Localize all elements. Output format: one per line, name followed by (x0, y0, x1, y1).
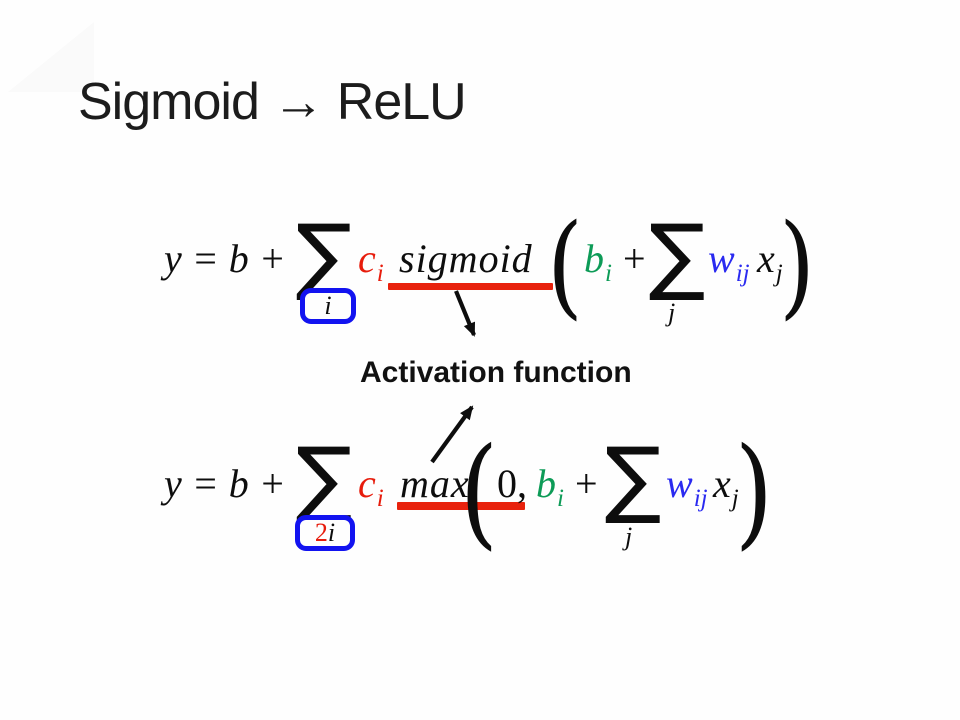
sigmoid-red-underline (388, 283, 553, 290)
formula-relu-function-name: max (400, 461, 470, 506)
weight-base: w (708, 236, 735, 281)
formula-sigmoid-sum-index-box: i (300, 288, 356, 324)
input-base: x (713, 461, 731, 506)
formula-sigmoid-plus: + (623, 236, 646, 281)
formula-relu-sum-index-coeff: 2 (314, 518, 328, 547)
formula-sigmoid-bias: bi (584, 236, 612, 287)
bias-sub: i (605, 260, 612, 287)
formula-sigmoid-outer-sum: ∑ (296, 213, 353, 297)
coefficient-sub: i (376, 260, 384, 287)
formula-sigmoid-weight: wij (708, 236, 750, 287)
weight-sub: ij (693, 485, 708, 512)
input-sub: j (731, 485, 739, 512)
bias-base: b (584, 236, 604, 281)
formula-relu-sum-index: i (327, 518, 336, 547)
formula-relu-zero: 0, (497, 461, 527, 506)
sigma-icon: ∑ (295, 206, 353, 304)
formula-relu-lhs: y = b + (164, 461, 286, 506)
formula-sigmoid-coefficient: ci (358, 236, 384, 287)
formula-sigmoid-sum-index: i (324, 291, 332, 320)
arrow-up-to-label-icon (430, 405, 474, 464)
coefficient-base: c (358, 236, 376, 281)
weight-sub: ij (735, 260, 750, 287)
formula-relu-input: xj (713, 461, 739, 512)
formula-relu-close-paren: ) (734, 423, 774, 562)
formula-relu-coefficient: ci (358, 461, 384, 512)
formula-sigmoid-inner-sum-index: j (668, 298, 676, 327)
formula-relu-open-paren: ( (459, 423, 499, 562)
max-red-underline (397, 502, 525, 510)
formula-sigmoid-inner-sum: ∑ (649, 213, 706, 297)
sigma-icon: ∑ (604, 429, 662, 527)
bias-base: b (536, 461, 556, 506)
formula-relu-inner-sum-index: j (625, 522, 633, 551)
input-base: x (757, 236, 775, 281)
arrow-down-to-label-icon (454, 290, 476, 337)
coefficient-sub: i (376, 485, 384, 512)
formula-sigmoid-input: xj (757, 236, 783, 287)
formula-relu-weight: wij (666, 461, 708, 512)
formula-sigmoid-open-paren: ( (547, 201, 583, 331)
formula-relu-outer-sum: ∑ (296, 436, 353, 520)
slide-title: Sigmoid → ReLU (78, 73, 467, 131)
formula-relu-plus: + (575, 461, 598, 506)
weight-base: w (666, 461, 693, 506)
input-sub: j (775, 260, 783, 287)
sigma-icon: ∑ (648, 206, 706, 304)
bias-sub: i (557, 485, 564, 512)
formula-sigmoid-function-name: sigmoid (399, 236, 533, 281)
coefficient-base: c (358, 461, 376, 506)
formula-sigmoid-close-paren: ) (779, 201, 815, 331)
formula-sigmoid-lhs: y = b + (164, 236, 286, 281)
formula-relu-bias: bi (536, 461, 564, 512)
activation-function-label: Activation function (360, 356, 632, 389)
sigma-icon: ∑ (295, 429, 353, 527)
formula-relu-inner-sum: ∑ (605, 436, 662, 520)
